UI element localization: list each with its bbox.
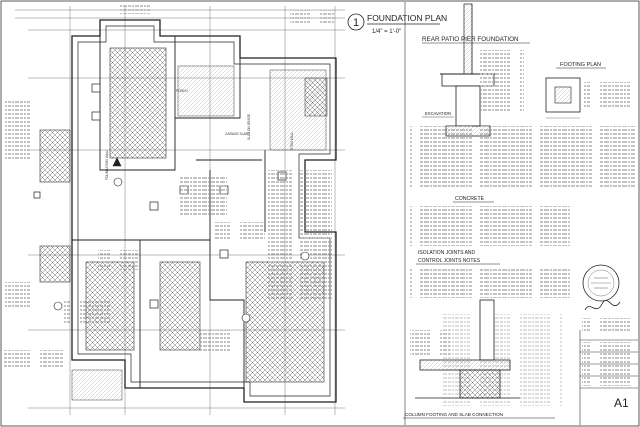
plan-room-labels: FOUNDATION WALL SLAB ON GRADE STEM WALL …: [105, 89, 294, 180]
svg-text:SLAB ON GRADE: SLAB ON GRADE: [247, 114, 251, 140]
excavation-notes: [410, 126, 636, 188]
svg-text:GARAGE SLAB: GARAGE SLAB: [225, 132, 248, 136]
right-notes-panel: REAR PATIO PIER FOUNDATION FOOTING PLAN …: [403, 2, 638, 425]
pier-section-detail: [440, 3, 524, 137]
plan-scale: 1/4" = 1'-0": [372, 29, 401, 35]
isolation-notes: [410, 268, 570, 298]
plan-annotations: [4, 4, 335, 368]
svg-text:FOUNDATION WALL: FOUNDATION WALL: [105, 149, 109, 180]
foundation-plan: FOUNDATION WALL SLAB ON GRADE STEM WALL …: [4, 4, 345, 415]
svg-text:STEM WALL: STEM WALL: [290, 131, 294, 150]
column-detail-caption: COLUMN FOOTING AND SLAB CONNECTION: [405, 412, 503, 417]
signature: [584, 299, 621, 311]
engineer-stamp: [582, 264, 620, 302]
excavation-label: EXCAVATION: [425, 111, 451, 116]
concrete-heading: CONCRETE: [455, 196, 485, 202]
isolation-heading-1: ISOLATION JOINTS AND: [418, 250, 476, 256]
section-markers: [53, 177, 310, 323]
interior-walls: [72, 36, 266, 388]
general-notes: [170, 130, 260, 170]
title-block: [580, 339, 638, 389]
plan-number-bubble: [347, 13, 365, 31]
svg-text:PORCH: PORCH: [176, 89, 188, 93]
footing-plan-title: FOOTING PLAN: [560, 62, 601, 68]
footing-plan-detail: [545, 77, 634, 119]
north-arrow: [112, 157, 122, 167]
sheet-number: A1: [614, 396, 629, 410]
isolation-heading-2: CONTROL JOINTS NOTES: [418, 258, 481, 264]
slab-hatch-regions: [39, 47, 328, 401]
plan-title: FOUNDATION PLAN: [367, 13, 447, 23]
plan-title-block: 1 FOUNDATION PLAN 1/4" = 1'-0": [347, 13, 447, 35]
column-footing-detail: [410, 299, 562, 406]
concrete-notes: [410, 206, 570, 246]
stamp-text: [582, 318, 634, 332]
plan-number: 1: [353, 17, 359, 29]
